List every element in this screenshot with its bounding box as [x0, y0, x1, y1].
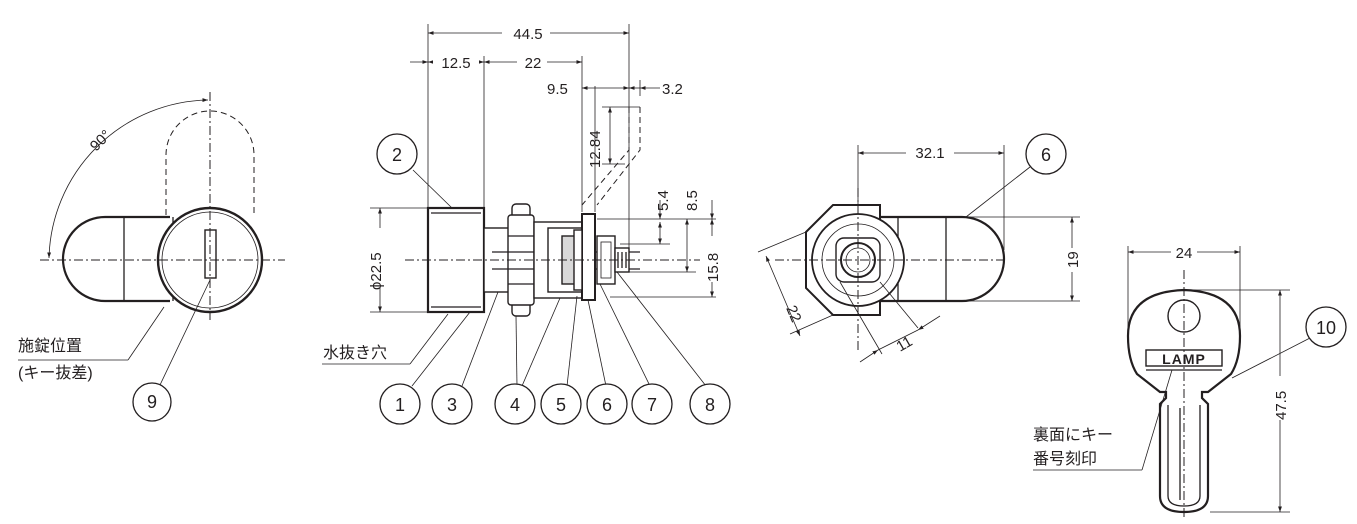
key-dim-width: 24	[1176, 245, 1193, 262]
dim-height: 19	[1065, 251, 1082, 268]
dim-a: 12.5	[441, 55, 470, 72]
dim-diameter: ϕ22.5	[368, 252, 385, 290]
key-note-line2: 番号刻印	[1033, 450, 1097, 468]
dim-width: 32.1	[915, 145, 944, 162]
dim-e: 12.84	[587, 130, 604, 168]
dim-hex: 22	[782, 303, 804, 325]
key-note-line1: 裏面にキー	[1033, 425, 1113, 444]
callout-2-circle	[376, 133, 418, 175]
dim-g: 8.5	[684, 190, 701, 211]
callout-8-group: 8	[689, 383, 731, 425]
callout-9: 9	[147, 392, 157, 412]
left-view: 90° 施錠位置 (キー抜差) 9	[18, 92, 285, 422]
drain-hole-label: 水抜き穴	[323, 344, 387, 362]
dim-square: 11	[894, 333, 916, 356]
lock-position-note: 施錠位置	[18, 337, 82, 355]
cam-plate	[581, 213, 596, 301]
callout-5-group: 5	[540, 383, 582, 425]
callout-4-group: 4	[494, 383, 536, 425]
dim-c: 9.5	[547, 81, 568, 98]
callout-2: 2	[392, 145, 402, 165]
end-view: 32.1 19 22 11 6	[757, 133, 1082, 363]
callout-1-group: 1	[379, 383, 421, 425]
callout-9-circle	[132, 382, 172, 422]
callout-5: 5	[556, 395, 566, 415]
callout-3: 3	[447, 395, 457, 415]
key-insert-note: (キー抜差)	[18, 364, 93, 382]
key-outline	[1126, 288, 1242, 514]
dim-h: 15.8	[705, 253, 722, 282]
key-view: LAMP 24 47.5 10 裏面にキー 番号刻印	[1033, 243, 1347, 520]
callout-6-group: 6	[586, 383, 628, 425]
callout-1: 1	[395, 395, 405, 415]
dim-d: 3.2	[662, 81, 683, 98]
dim-total: 44.5	[513, 26, 542, 43]
rear-cam-arm	[858, 215, 1006, 303]
callout-7: 7	[647, 395, 657, 415]
callout-6: 6	[602, 395, 612, 415]
callout-6b-circle	[1025, 133, 1067, 175]
callout-8: 8	[705, 395, 715, 415]
callout-10: 10	[1316, 318, 1336, 338]
dim-f: 5.4	[655, 190, 672, 211]
callout-4: 4	[510, 395, 520, 415]
callout-7-group: 7	[631, 383, 673, 425]
cam-arm	[61, 215, 170, 303]
key-dim-height: 47.5	[1273, 391, 1290, 420]
angle-label: 90°	[87, 127, 115, 155]
callout-6b: 6	[1041, 145, 1051, 165]
callout-10-circle	[1305, 306, 1347, 348]
side-view: 44.5 12.5 22 9.5 3.2 12.84	[322, 24, 731, 425]
dim-b: 22	[525, 55, 542, 72]
callout-3-group: 3	[431, 383, 473, 425]
